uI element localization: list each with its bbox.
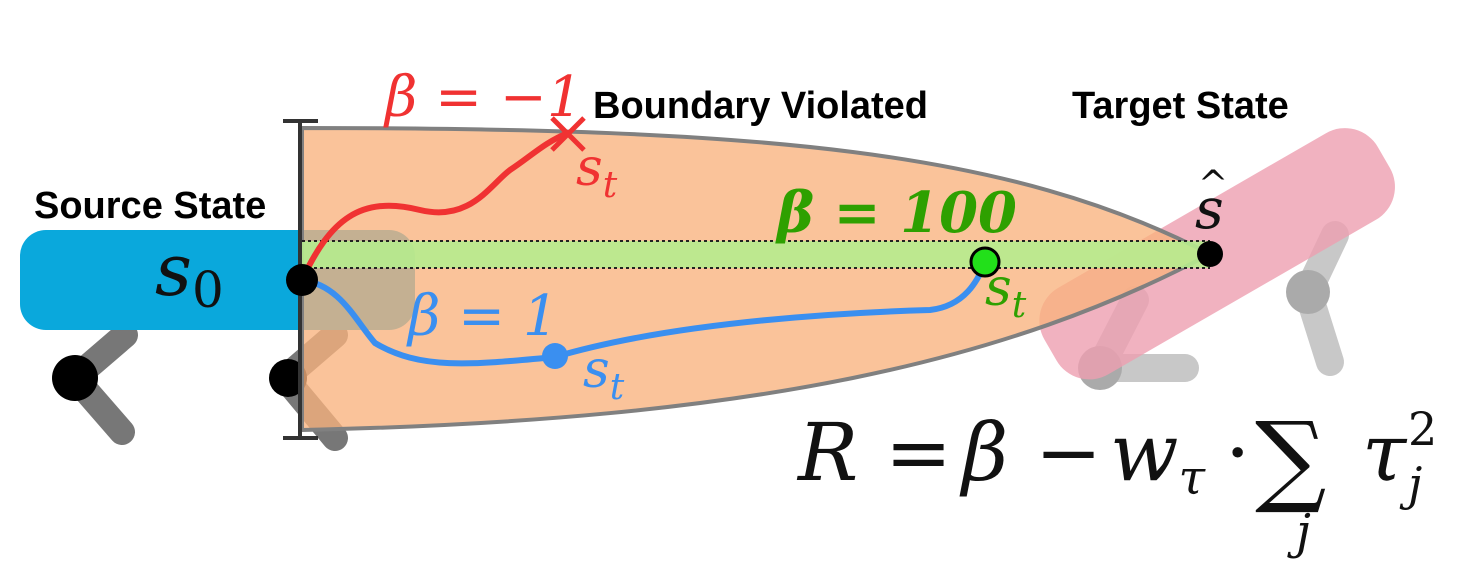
source-point: [286, 264, 318, 296]
blue-state-marker: [542, 343, 568, 369]
source-joint-2: [269, 359, 307, 397]
hat-symbol: ^: [1198, 164, 1228, 205]
red-violation-marker: [550, 116, 586, 152]
green-beta-label: β = 100: [775, 180, 1017, 246]
red-beta-label: β = −1: [383, 65, 582, 130]
reward-eq: =: [885, 406, 952, 499]
blue-beta-label: β = 1: [406, 284, 559, 349]
reward-w: wτ: [1110, 406, 1206, 506]
source-state-label: Source State: [34, 185, 266, 227]
green-corridor: [302, 241, 1210, 268]
reward-dot: ·: [1225, 406, 1250, 499]
blue-trajectory: [299, 260, 988, 367]
reward-sigma: ∑: [1255, 400, 1326, 517]
blue-st-label: st: [583, 340, 625, 408]
target-joint-2: [1286, 270, 1330, 314]
reward-lhs: R: [796, 406, 858, 499]
reward-tau: τ: [1362, 406, 1408, 499]
red-trajectory: [299, 130, 571, 283]
red-st-label: st: [576, 138, 618, 206]
reward-tau-sup: 2: [1408, 402, 1437, 456]
boundary-violated-label: Boundary Violated: [593, 85, 928, 127]
target-point: [1197, 241, 1223, 267]
green-st-label: st: [985, 258, 1027, 326]
source-joint-1: [52, 355, 98, 401]
reward-minus: −: [1035, 406, 1102, 499]
reachable-region: [300, 125, 1215, 433]
reward-beta: β: [959, 406, 1008, 499]
s0-label: s0: [155, 228, 224, 319]
green-state-marker: [969, 246, 1001, 278]
s-hat-label: s: [1195, 177, 1224, 242]
target-state-label: Target State: [1072, 85, 1289, 127]
reward-formula: R = β − wτ · ∑ j τ 2 j: [796, 400, 1437, 560]
